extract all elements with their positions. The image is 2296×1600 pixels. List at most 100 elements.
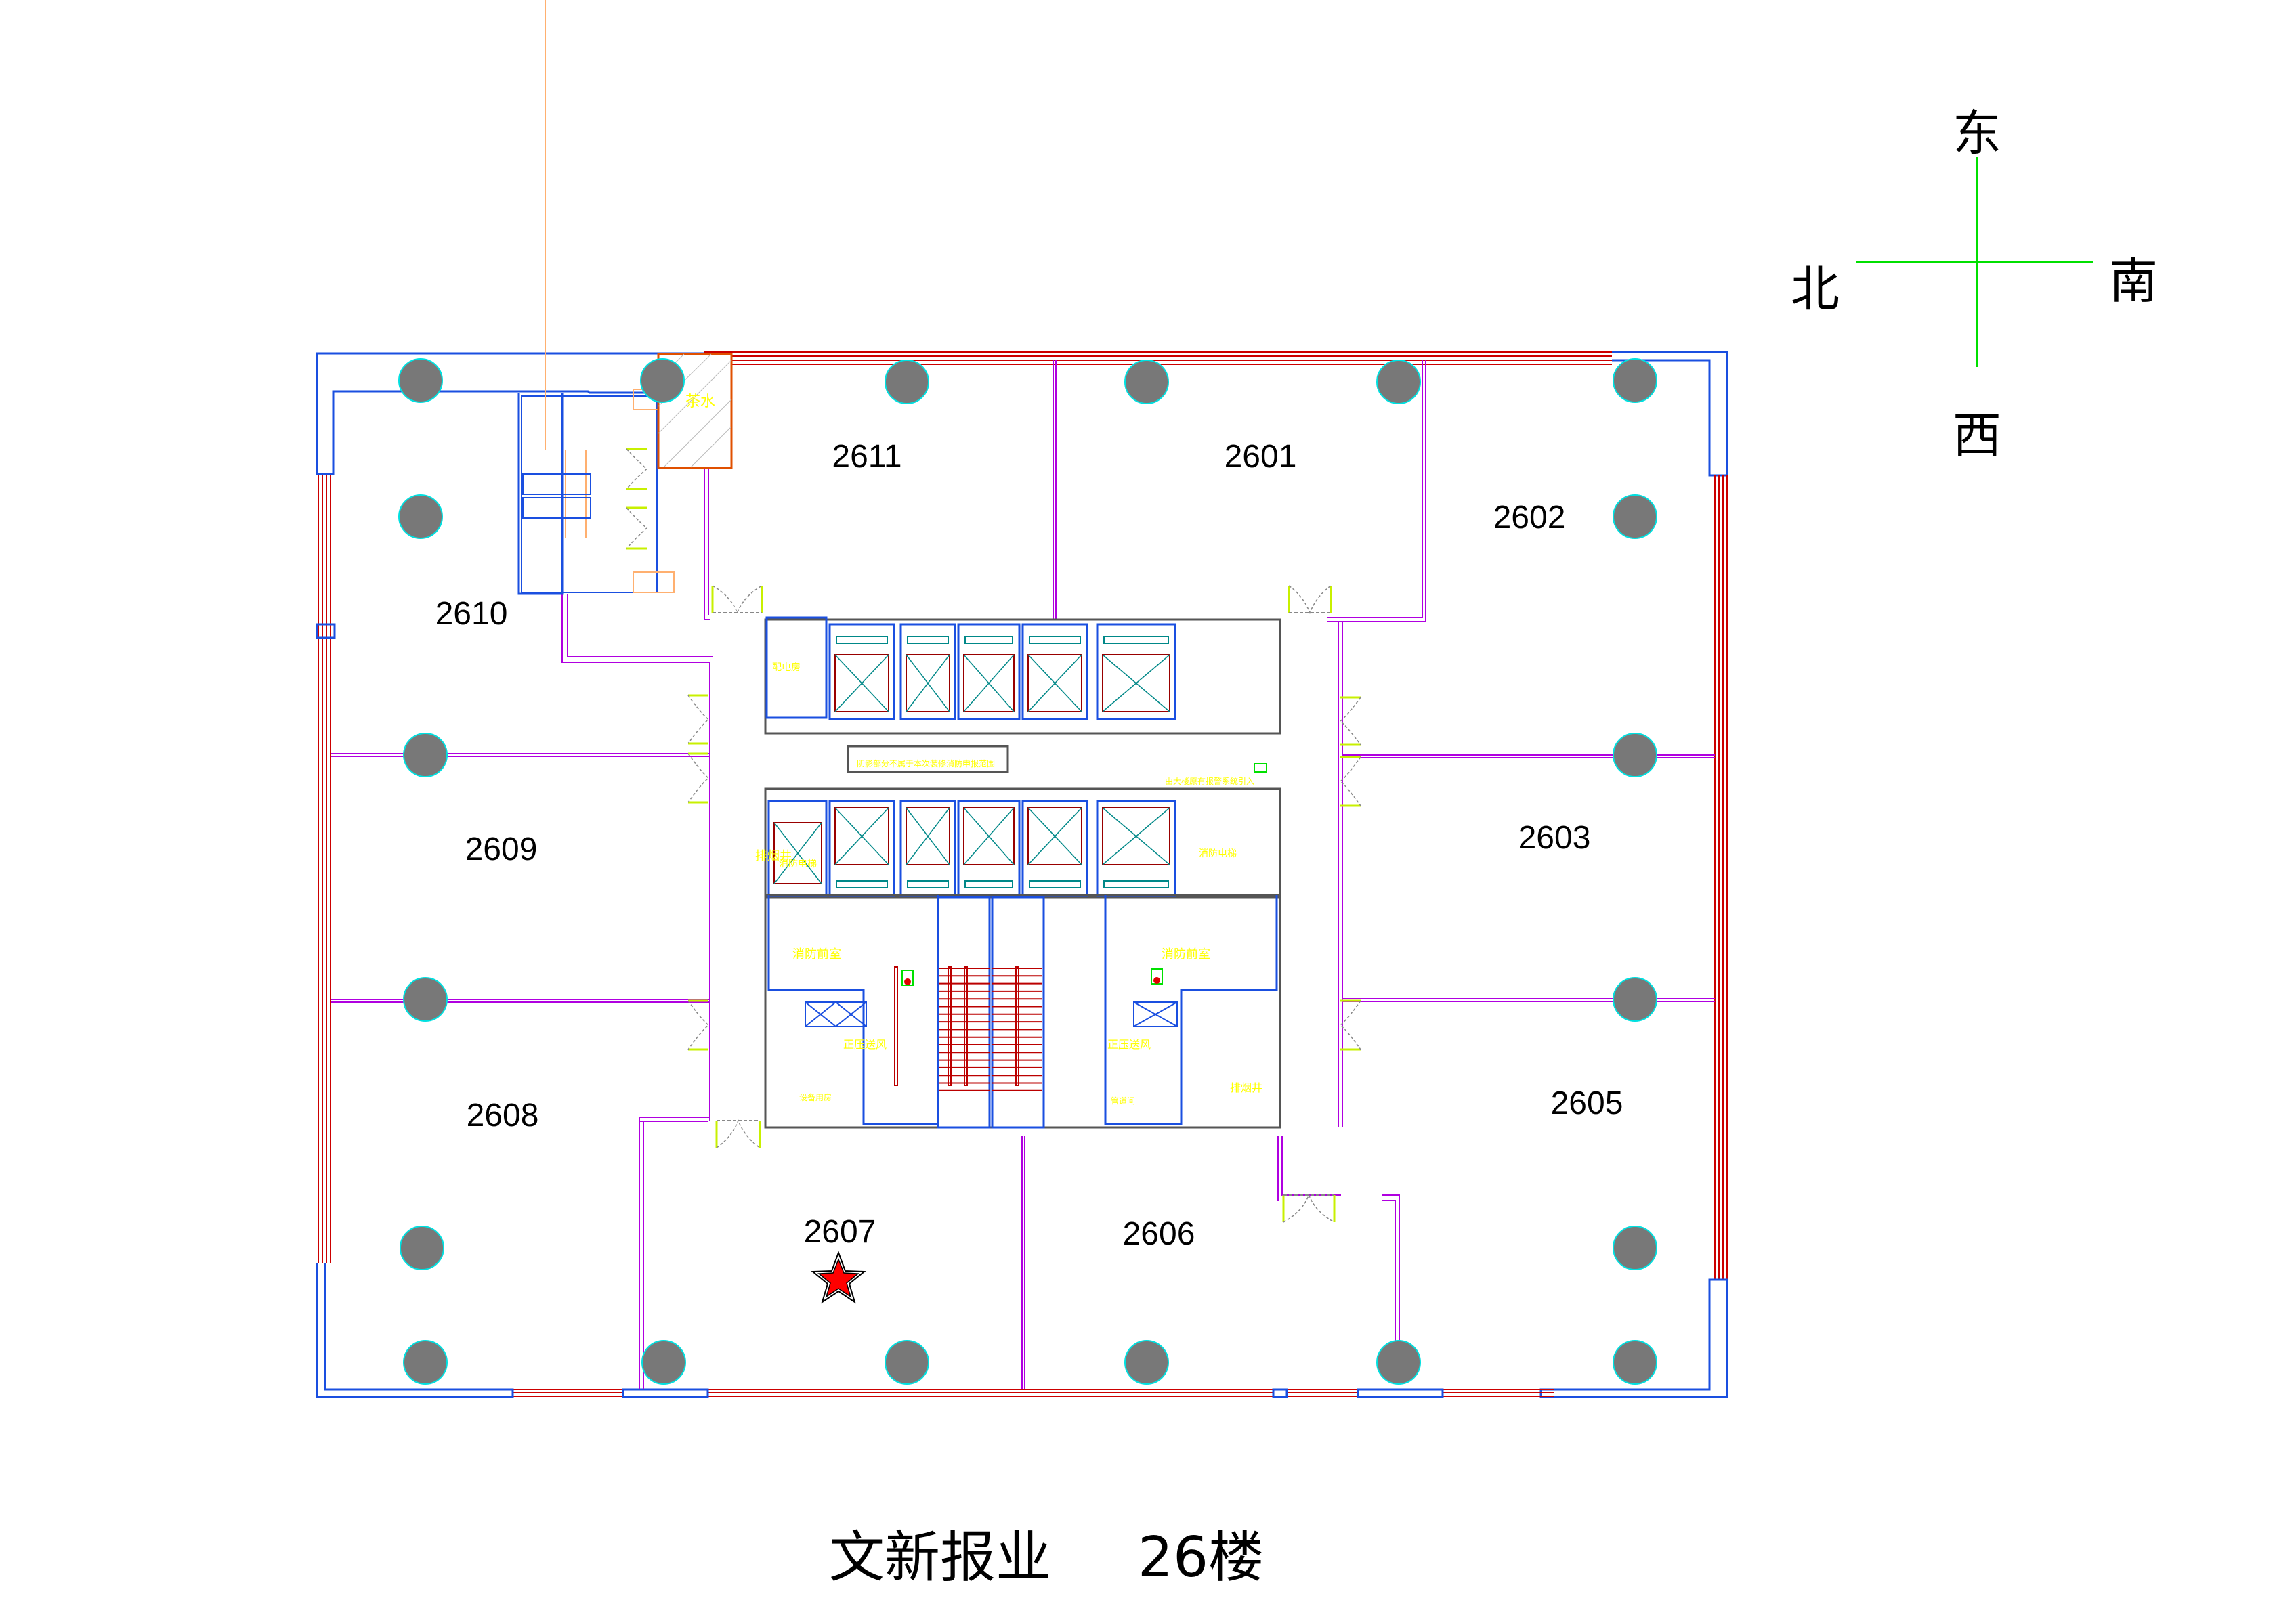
- fire-lobby-right-label: 消防前室: [1162, 947, 1210, 961]
- column: [398, 494, 443, 539]
- fire-elevator-right-label: 消防电梯: [1199, 848, 1237, 859]
- toilet-block: [517, 0, 675, 595]
- notice-box: [847, 745, 1009, 773]
- power-room: [765, 616, 828, 719]
- tea-room: 茶水: [657, 353, 733, 469]
- elevator-car: [963, 654, 1015, 712]
- compass: 东 西 北 南: [1791, 105, 2158, 464]
- smoke-shaft-left-label: 排烟井: [755, 849, 792, 863]
- elevator-door: [964, 636, 1013, 644]
- column: [1124, 1340, 1169, 1385]
- elevator-door: [1029, 636, 1081, 644]
- column: [1613, 494, 1657, 539]
- column: [1376, 360, 1421, 404]
- fire-elevator-shaft: [767, 800, 828, 897]
- elevator-shaft: [1021, 623, 1088, 720]
- pressurization-right-label: 正压送风: [1107, 1038, 1151, 1051]
- elevator-car: [1027, 654, 1082, 712]
- columns: [398, 358, 1657, 1385]
- outer-wall-bottom-solid: [316, 1263, 1444, 1398]
- notice-text: 阴影部分不属于本次装修消防申报范围: [857, 758, 995, 769]
- upper-elevator-cars: [828, 623, 1176, 720]
- core: 配电房 阴影部分不属于本次装修消防申报范围 由大楼原有报警系统引入 消防电梯 消…: [755, 616, 1281, 1129]
- elevator-car: [1102, 807, 1170, 865]
- column: [1613, 1340, 1657, 1385]
- elevator-shaft: [899, 623, 956, 720]
- room-label-2606[interactable]: 2606: [1123, 1216, 1195, 1252]
- column: [400, 1226, 444, 1270]
- fire-elevator-left-label: 消防电梯: [779, 859, 817, 869]
- smoke-shaft-right-label: 排烟井: [1230, 1081, 1262, 1094]
- column: [640, 358, 685, 403]
- room-label-2608[interactable]: 2608: [467, 1098, 539, 1133]
- tea-room-label: 茶水: [685, 393, 715, 410]
- glass-wall-bottom: [513, 1389, 1554, 1397]
- room-label-2605[interactable]: 2605: [1551, 1085, 1623, 1121]
- column: [403, 977, 448, 1022]
- elevator-shaft: [1096, 623, 1176, 720]
- glass-wall-left: [318, 475, 331, 1263]
- compass-north: 北: [1791, 261, 1840, 318]
- column: [641, 1340, 686, 1385]
- elevator-door: [836, 636, 888, 644]
- elevator-car: [1102, 654, 1170, 712]
- elevator-car: [906, 654, 950, 712]
- glass-wall-top: [704, 351, 1612, 365]
- elevator-door: [836, 880, 888, 888]
- alarm-panel-icon: [1254, 763, 1267, 773]
- elevator-door: [1029, 880, 1081, 888]
- elevator-door: [907, 636, 949, 644]
- room-label-2607[interactable]: 2607: [804, 1214, 876, 1250]
- column: [885, 360, 929, 404]
- column: [403, 733, 448, 777]
- elevator-car: [963, 807, 1015, 865]
- room-label-2611[interactable]: 2611: [832, 439, 901, 475]
- room-label-2610[interactable]: 2610: [435, 596, 508, 632]
- compass-west: 西: [1953, 407, 2001, 464]
- elevator-car: [834, 807, 889, 865]
- equipment-room-label: 设备用房: [799, 1092, 832, 1102]
- compass-south: 南: [2109, 253, 2158, 309]
- lower-elevator-cars: [767, 800, 1176, 897]
- upper-elevator-bank: [764, 618, 1281, 735]
- column: [1376, 1340, 1421, 1385]
- column: [1124, 360, 1169, 404]
- stair-right: [991, 896, 1045, 1129]
- left-wall-notch: [316, 623, 336, 639]
- stair-left: [937, 896, 991, 1129]
- elevator-door: [964, 880, 1013, 888]
- glass-wall-right: [1714, 475, 1728, 1280]
- star-icon[interactable]: [811, 1251, 866, 1304]
- partitions: [331, 360, 1715, 1389]
- elevator-car: [1027, 807, 1082, 865]
- elevator-shaft: [957, 623, 1021, 720]
- outer-walls: [316, 351, 1728, 1398]
- room-label-2602[interactable]: 2602: [1493, 500, 1566, 536]
- column: [398, 358, 443, 403]
- elevator-shaft: [828, 623, 895, 720]
- column: [1613, 733, 1657, 777]
- room-label-2601[interactable]: 2601: [1225, 439, 1297, 475]
- elevator-car: [834, 654, 889, 712]
- column: [1613, 977, 1657, 1022]
- column: [885, 1340, 929, 1385]
- column: [1613, 358, 1657, 403]
- compass-east: 东: [1953, 105, 2001, 162]
- room-labels: 2611 2601 2602 2610 2609 2603 2608 2605 …: [435, 439, 1623, 1252]
- room-label-2603[interactable]: 2603: [1518, 820, 1591, 856]
- elevator-door: [907, 880, 949, 888]
- doors: [626, 448, 1361, 1223]
- staircase: [894, 896, 1045, 1129]
- pressurization-left-label: 正压送风: [843, 1038, 887, 1051]
- room-label-2609[interactable]: 2609: [465, 831, 538, 867]
- company-title: 文新报业: [829, 1526, 1051, 1590]
- power-room-label: 配电房: [772, 662, 801, 673]
- fire-lobby-left-label: 消防前室: [792, 947, 841, 961]
- column: [403, 1340, 448, 1385]
- column: [1613, 1226, 1657, 1270]
- pipe-room-label: 管道间: [1111, 1096, 1135, 1106]
- floor-title: 26楼: [1138, 1526, 1264, 1590]
- elevator-car: [906, 807, 950, 865]
- elevator-door: [1103, 880, 1169, 888]
